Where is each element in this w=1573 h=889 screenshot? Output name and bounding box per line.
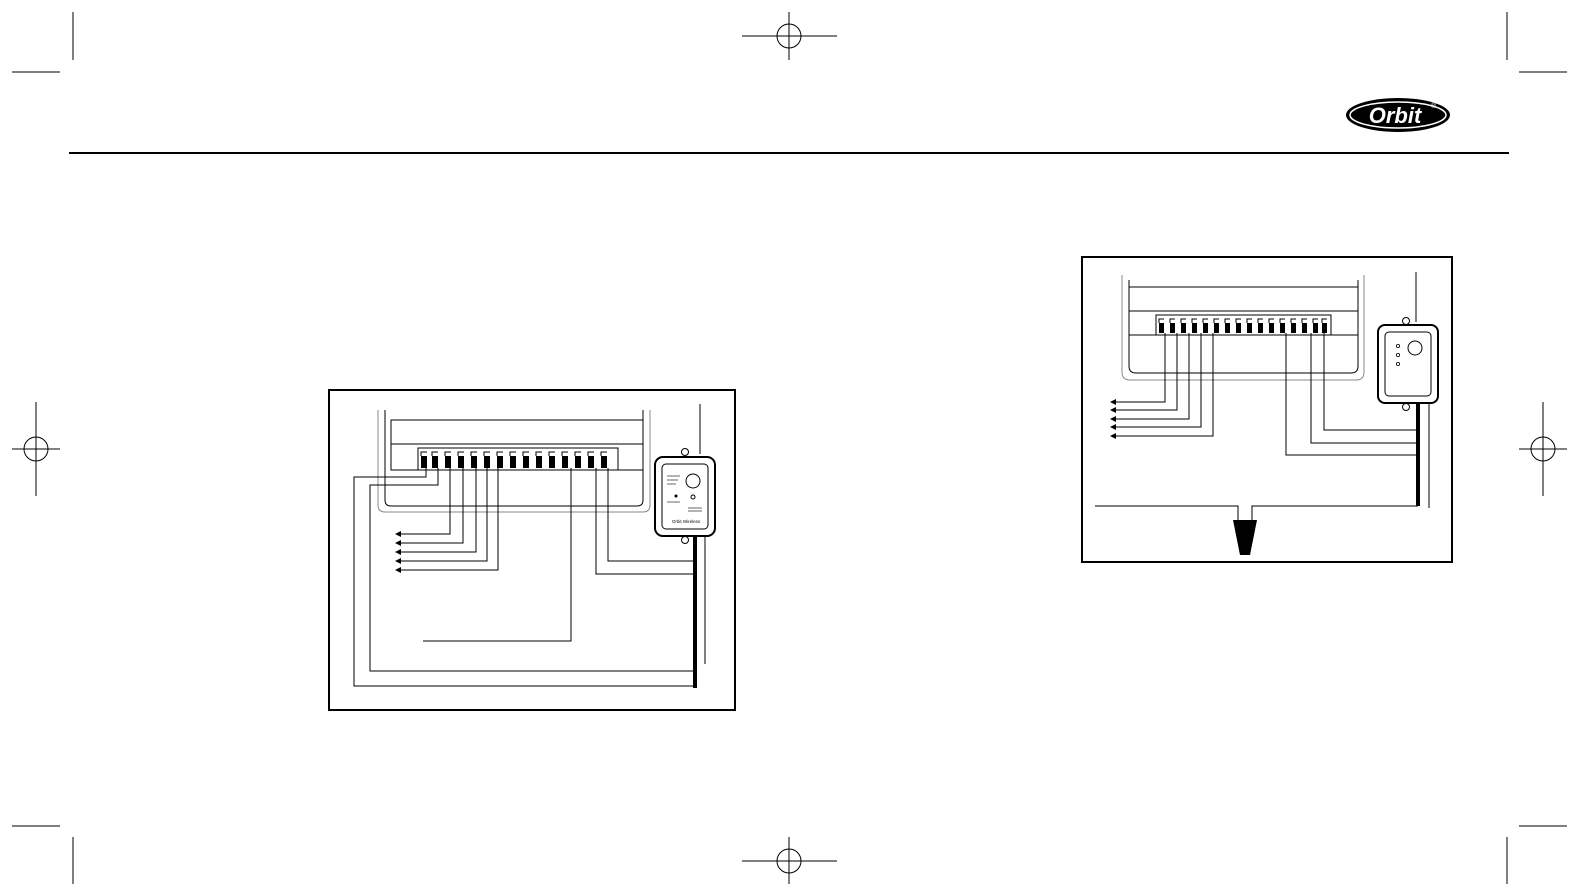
registration-mark-right [1519, 402, 1567, 496]
terminal-strip-right [1156, 315, 1331, 335]
zone-wire-arrows [395, 531, 401, 573]
registration-mark-left [12, 402, 60, 496]
sensor-wire-right-b [1324, 333, 1418, 430]
sensor-wire-b [608, 468, 695, 561]
zone-wire-arrows-right [1110, 399, 1116, 439]
wiring-diagram-right [1082, 257, 1452, 562]
pump-wire [423, 468, 571, 641]
wireless-receiver-right [1378, 318, 1438, 411]
logo-text: Orbit [1369, 103, 1423, 128]
registration-mark-bottom [742, 837, 837, 884]
common-wire-right [1286, 333, 1418, 455]
zone-wires [400, 468, 498, 570]
device-label: Orbit Wireless [672, 519, 701, 524]
registration-mark-top [742, 12, 837, 60]
zone-wires-right [1115, 333, 1213, 436]
wireless-receiver-left: Orbit Wireless [655, 449, 715, 544]
orbit-logo: Orbit ® [1346, 98, 1450, 132]
registered-mark: ® [1431, 102, 1437, 110]
figure-frame-left [329, 390, 735, 710]
valve-icon [1233, 520, 1257, 555]
controller-housing-right [1122, 275, 1364, 380]
wiring-diagram-left: Orbit Wireless [329, 390, 735, 710]
pipe-line [1095, 506, 1418, 520]
crop-marks [12, 12, 1567, 884]
terminal-strip [418, 448, 618, 470]
common-wire-outer [354, 468, 695, 686]
